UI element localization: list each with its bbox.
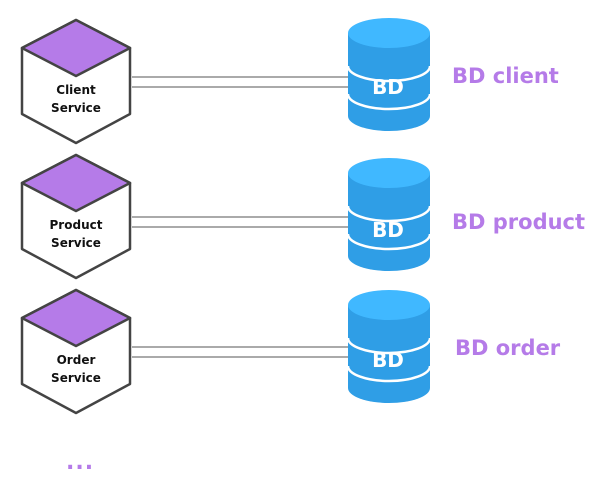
order-service-label: Order Service bbox=[21, 351, 131, 387]
more-services-indicator: ... bbox=[66, 450, 95, 475]
client-service-label: Client Service bbox=[21, 81, 131, 117]
db-order-text: BD bbox=[372, 348, 404, 372]
db-product-name: BD product bbox=[452, 210, 586, 234]
db-client-top bbox=[348, 18, 430, 48]
client-service-node-top bbox=[20, 18, 132, 78]
db-product-text: BD bbox=[372, 218, 404, 242]
db-product-band-2 bbox=[346, 233, 432, 251]
service-name-line1: Client bbox=[56, 83, 96, 97]
db-client-name: BD client bbox=[452, 64, 559, 88]
db-client-text: BD bbox=[372, 75, 404, 99]
service-name-line1: Order bbox=[56, 353, 96, 367]
db-client-band-1 bbox=[346, 65, 432, 83]
service-name-line2: Service bbox=[51, 101, 101, 115]
db-product-band-1 bbox=[346, 205, 432, 223]
db-product-top bbox=[348, 158, 430, 188]
db-order-band-1 bbox=[346, 337, 432, 355]
db-client-band-2 bbox=[346, 93, 432, 111]
service-name-line2: Service bbox=[51, 371, 101, 385]
service-name-line1: Product bbox=[49, 218, 103, 232]
db-order-band-2 bbox=[346, 365, 432, 383]
product-service-label: Product Service bbox=[21, 216, 131, 252]
db-order-top bbox=[348, 290, 430, 320]
db-order-name: BD order bbox=[455, 336, 561, 360]
service-name-line2: Service bbox=[51, 236, 101, 250]
product-service-node-top bbox=[20, 153, 132, 213]
order-service-node-top bbox=[20, 288, 132, 348]
